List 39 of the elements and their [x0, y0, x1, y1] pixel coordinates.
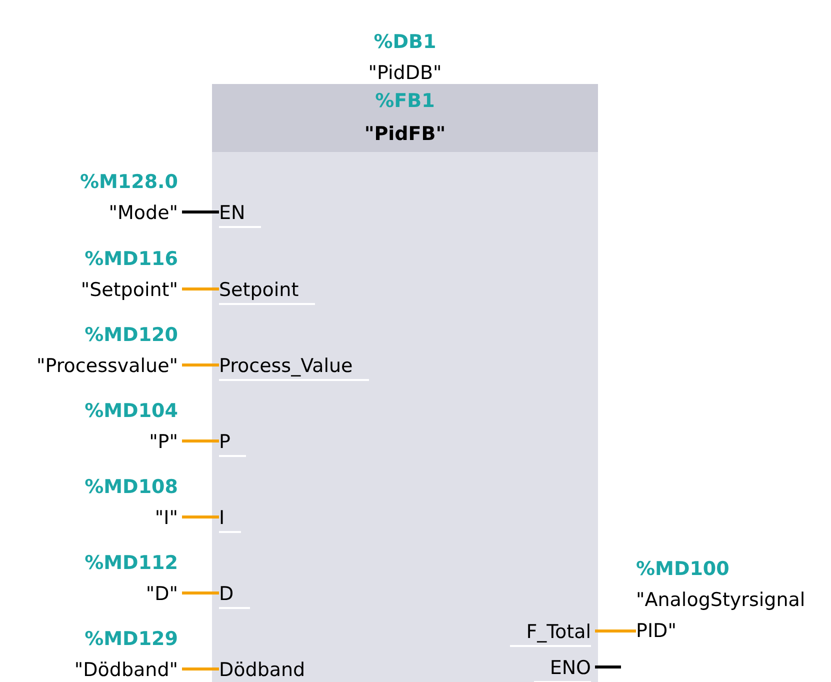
input-pin-label: EN	[219, 200, 262, 228]
block-address: %FB1	[375, 89, 435, 114]
input-pin-label: Dödband	[219, 657, 322, 682]
input-pin-label: I	[219, 505, 241, 533]
variable-address: %MD112	[84, 551, 178, 576]
connection-line	[182, 440, 219, 442]
variable-address: %M128.0	[80, 170, 178, 195]
variable-address: %MD116	[84, 247, 178, 272]
connection-line	[182, 288, 219, 290]
variable-name: "I"	[154, 506, 178, 531]
variable-name: "P"	[149, 430, 178, 455]
variable-name: "D"	[146, 582, 178, 607]
input-pin-label: P	[219, 429, 246, 457]
input-pin-label: Setpoint	[219, 277, 315, 305]
variable-name: "Mode"	[108, 201, 178, 226]
variable-name: "Processvalue"	[36, 354, 178, 379]
variable-address: %MD100	[636, 557, 730, 582]
input-pin-label: Process_Value	[219, 353, 369, 381]
connection-line	[595, 630, 636, 632]
block-type-name: "PidFB"	[364, 122, 446, 147]
connection-line	[182, 592, 219, 594]
variable-address: %MD120	[84, 323, 178, 348]
variable-name: "AnalogStyrsignal PID"	[636, 588, 806, 644]
variable-address: %MD129	[84, 627, 178, 652]
output-pin-label: F_Total	[510, 619, 591, 647]
block-address: %DB1	[374, 30, 436, 55]
variable-name: "Setpoint"	[80, 278, 178, 303]
function-block	[212, 84, 598, 682]
input-pin-label: D	[219, 581, 250, 609]
connection-line	[182, 668, 219, 670]
connection-line	[182, 516, 219, 518]
output-pin-label: ENO	[534, 655, 591, 682]
variable-address: %MD104	[84, 399, 178, 424]
block-instance-name: "PidDB"	[368, 61, 442, 86]
connection-line	[182, 364, 219, 366]
variable-name: "Dödband"	[74, 658, 178, 682]
connection-line	[182, 210, 219, 214]
connection-line	[595, 666, 621, 668]
variable-address: %MD108	[84, 475, 178, 500]
